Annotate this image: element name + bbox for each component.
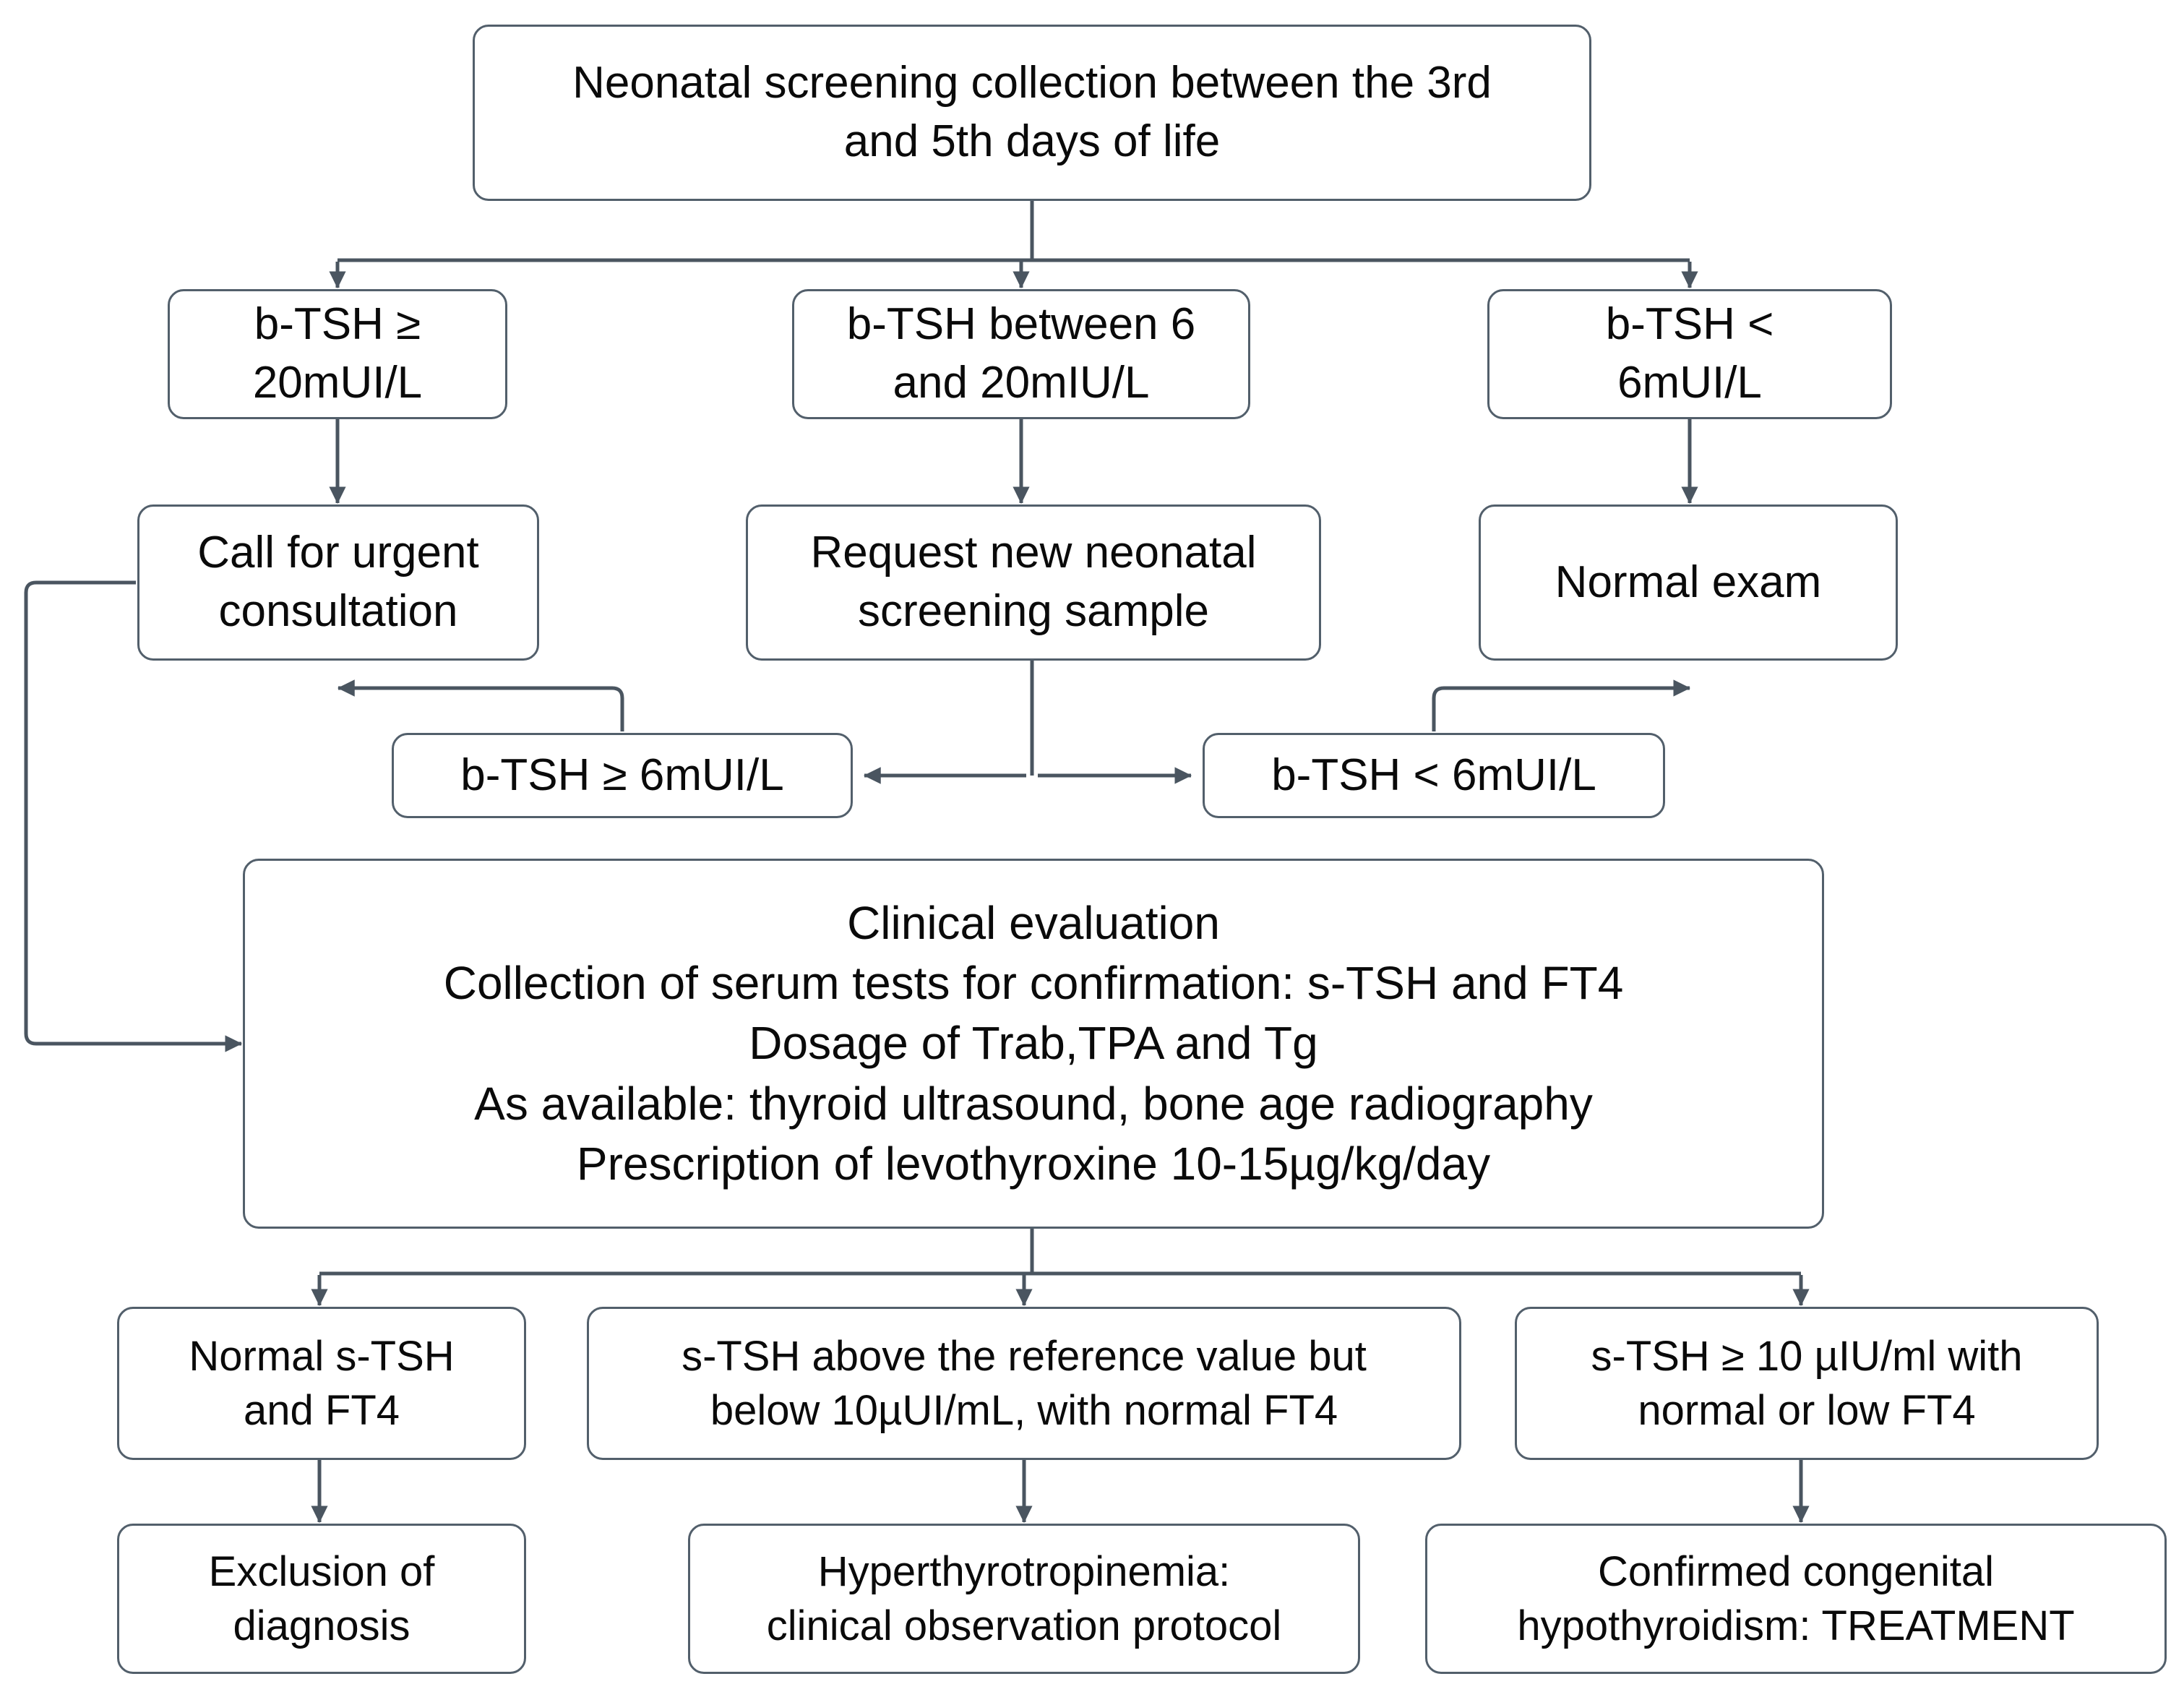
node-btsh-between-6-and-20[interactable]: b-TSH between 6 and 20mIU/L [792,289,1250,419]
node-label: Hyperthyrotropinemia: clinical observati… [766,1547,1282,1649]
node-stsh-ge-10-normal-or-low-ft4[interactable]: s-TSH ≥ 10 µIU/ml with normal or low FT4 [1515,1307,2099,1460]
node-label: Confirmed congenital hypothyroidism: TRE… [1517,1547,2075,1649]
node-hyperthyrotropinemia-observation[interactable]: Hyperthyrotropinemia: clinical observati… [688,1524,1360,1674]
node-label: s-TSH above the reference value but belo… [682,1332,1367,1434]
node-label: Neonatal screening collection between th… [572,58,1492,166]
node-exclusion-of-diagnosis[interactable]: Exclusion of diagnosis [117,1524,526,1674]
node-label: b-TSH < 6mUI/L [1605,299,1774,408]
node-label: Exclusion of diagnosis [208,1547,435,1649]
node-normal-stsh-and-ft4[interactable]: Normal s-TSH and FT4 [117,1307,526,1460]
node-label: b-TSH ≥ 20mUI/L [252,299,423,408]
node-call-for-urgent-consultation[interactable]: Call for urgent consultation [137,504,539,661]
node-label: Normal exam [1555,557,1822,607]
node-confirmed-congenital-hypothyroidism-treatment[interactable]: Confirmed congenital hypothyroidism: TRE… [1425,1524,2167,1674]
node-label: Request new neonatal screening sample [810,528,1257,636]
edge-ge6-to-urgent-path [352,686,624,731]
edge-lt6-to-normalexam-path [1432,686,1677,731]
node-label: b-TSH < 6mUI/L [1271,750,1596,800]
node-stsh-above-reference-below-10[interactable]: s-TSH above the reference value but belo… [587,1307,1461,1460]
node-label: s-TSH ≥ 10 µIU/ml with normal or low FT4 [1591,1332,2023,1434]
node-label: b-TSH ≥ 6mUI/L [460,750,784,800]
node-retest-btsh-ge-6[interactable]: b-TSH ≥ 6mUI/L [392,733,853,818]
node-label: Call for urgent consultation [197,528,479,636]
node-label: Clinical evaluation Collection of serum … [443,897,1624,1190]
node-clinical-evaluation[interactable]: Clinical evaluation Collection of serum … [243,859,1824,1229]
node-label: Normal s-TSH and FT4 [189,1332,455,1434]
node-label: b-TSH between 6 and 20mIU/L [846,299,1196,408]
node-request-new-neonatal-screening-sample[interactable]: Request new neonatal screening sample [746,504,1321,661]
node-btsh-ge-20[interactable]: b-TSH ≥ 20mUI/L [168,289,507,419]
node-normal-exam[interactable]: Normal exam [1479,504,1898,661]
node-retest-btsh-lt-6[interactable]: b-TSH < 6mUI/L [1203,733,1665,818]
node-neonatal-screening-collection[interactable]: Neonatal screening collection between th… [473,25,1591,201]
node-btsh-lt-6[interactable]: b-TSH < 6mUI/L [1487,289,1892,419]
